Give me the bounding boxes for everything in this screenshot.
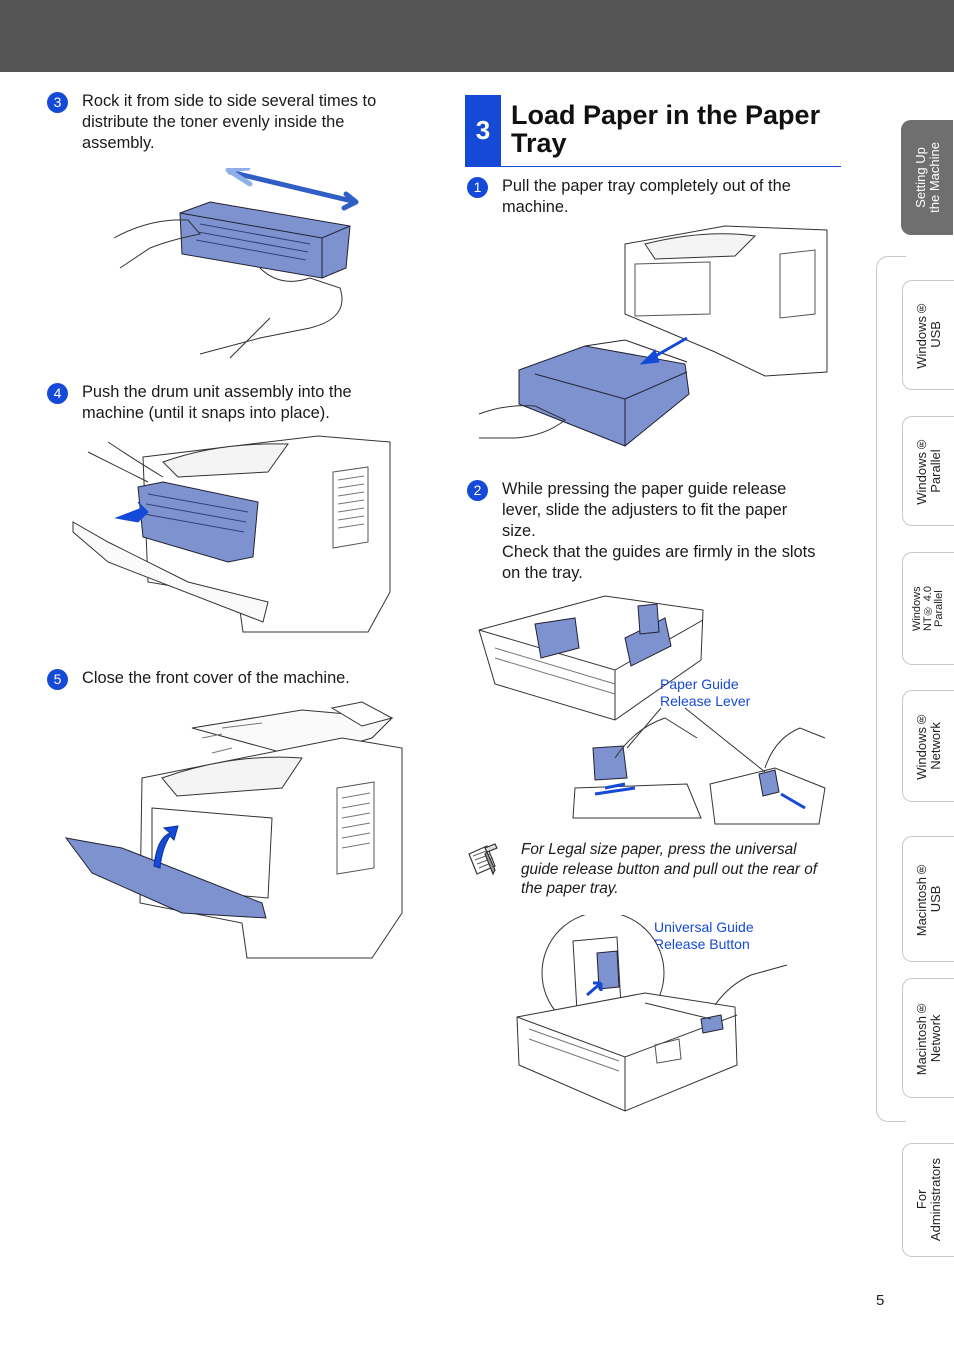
step-text: Push the drum unit assembly into the mac… — [82, 382, 352, 424]
tab-label: Windows® Network — [913, 712, 943, 780]
step-line: Pull the paper tray completely out of th… — [502, 177, 791, 195]
step-line: Close the front cover of the machine. — [82, 669, 350, 687]
callout-line: Paper Guide — [660, 676, 739, 692]
step-2-adjust-guides: 2 While pressing the paper guide release… — [467, 479, 847, 584]
step-text: While pressing the paper guide release l… — [502, 479, 815, 584]
step-line: on the tray. — [502, 564, 583, 582]
tab-windows-network[interactable]: Windows® Network — [902, 690, 954, 802]
paper-guide-release-lever-label: Paper Guide Release Lever — [660, 676, 750, 710]
legal-size-note: For Legal size paper, press the universa… — [465, 840, 845, 899]
step-line: distribute the toner evenly inside the — [82, 113, 345, 131]
tab-label: Windows® Parallel — [913, 437, 943, 505]
note-text: For Legal size paper, press the universa… — [521, 840, 817, 899]
page-number: 5 — [876, 1292, 885, 1309]
step-text: Close the front cover of the machine. — [82, 668, 350, 689]
tab-label: Macintosh® USB — [913, 861, 943, 937]
callout-line: Universal Guide — [654, 919, 754, 935]
step-1-pull-tray: 1 Pull the paper tray completely out of … — [467, 176, 843, 218]
side-tab-group-bracket — [876, 256, 906, 1122]
step-line: assembly. — [82, 134, 155, 152]
step-line: lever, slide the adjusters to fit the pa… — [502, 501, 788, 519]
note-line: the paper tray. — [521, 880, 619, 897]
universal-guide-release-button-label: Universal Guide Release Button — [654, 919, 754, 953]
step-number-badge: 4 — [47, 383, 68, 404]
step-3-rock-toner: 3 Rock it from side to side several time… — [47, 91, 417, 154]
tab-macintosh-network[interactable]: Macintosh® Network — [902, 978, 954, 1098]
top-header-bar — [0, 0, 954, 72]
tab-label: Setting Up the Machine — [912, 142, 942, 213]
tab-setting-up-the-machine[interactable]: Setting Up the Machine — [901, 120, 953, 235]
close-cover-illustration — [62, 698, 404, 960]
step-line: size. — [502, 522, 536, 540]
step-line: machine. — [502, 198, 569, 216]
callout-line: Release Lever — [660, 693, 751, 709]
pull-tray-illustration — [475, 224, 831, 450]
drum-insert-illustration — [68, 432, 393, 637]
universal-guide-illustration — [515, 915, 790, 1113]
tab-label: For Administrators — [913, 1158, 943, 1242]
step-number-badge: 3 — [47, 92, 68, 113]
tab-label: Windows NT® 4.0 Parallel — [911, 585, 945, 631]
tab-windows-nt-parallel[interactable]: Windows NT® 4.0 Parallel — [902, 552, 954, 665]
step-text: Rock it from side to side several times … — [82, 91, 376, 154]
tab-label: Macintosh® Network — [913, 1000, 943, 1076]
step-line: Check that the guides are firmly in the … — [502, 543, 816, 561]
step-line: While pressing the paper guide release — [502, 480, 787, 498]
step-line: Push the drum unit assembly into the — [82, 383, 352, 401]
step-number-badge: 2 — [467, 480, 488, 501]
step-number-badge: 1 — [467, 177, 488, 198]
tab-for-administrators[interactable]: For Administrators — [902, 1143, 954, 1257]
step-line: Rock it from side to side several times … — [82, 92, 377, 110]
toner-rocking-illustration — [110, 168, 360, 360]
section-title: Load Paper in the Paper Tray — [511, 100, 821, 158]
note-line: For Legal size paper, press the universa… — [521, 841, 797, 858]
step-number-badge: 5 — [47, 669, 68, 690]
paper-guide-tray-illustration — [475, 588, 835, 828]
step-line: machine (until it snaps into place). — [82, 404, 330, 422]
step-text: Pull the paper tray completely out of th… — [502, 176, 791, 218]
step-5-close-cover: 5 Close the front cover of the machine. — [47, 668, 417, 690]
section-header: 3 Load Paper in the Paper Tray — [465, 95, 841, 167]
note-line: guide release button and pull out the re… — [521, 860, 817, 878]
tab-windows-usb[interactable]: Windows® USB — [902, 280, 954, 390]
note-pad-icon — [465, 840, 499, 884]
tab-label: Windows® USB — [913, 301, 943, 369]
tab-windows-parallel[interactable]: Windows® Parallel — [902, 416, 954, 526]
tab-macintosh-usb[interactable]: Macintosh® USB — [902, 836, 954, 962]
callout-line: Release Button — [654, 936, 750, 952]
section-number-badge: 3 — [465, 95, 501, 166]
step-4-push-drum: 4 Push the drum unit assembly into the m… — [47, 382, 417, 424]
